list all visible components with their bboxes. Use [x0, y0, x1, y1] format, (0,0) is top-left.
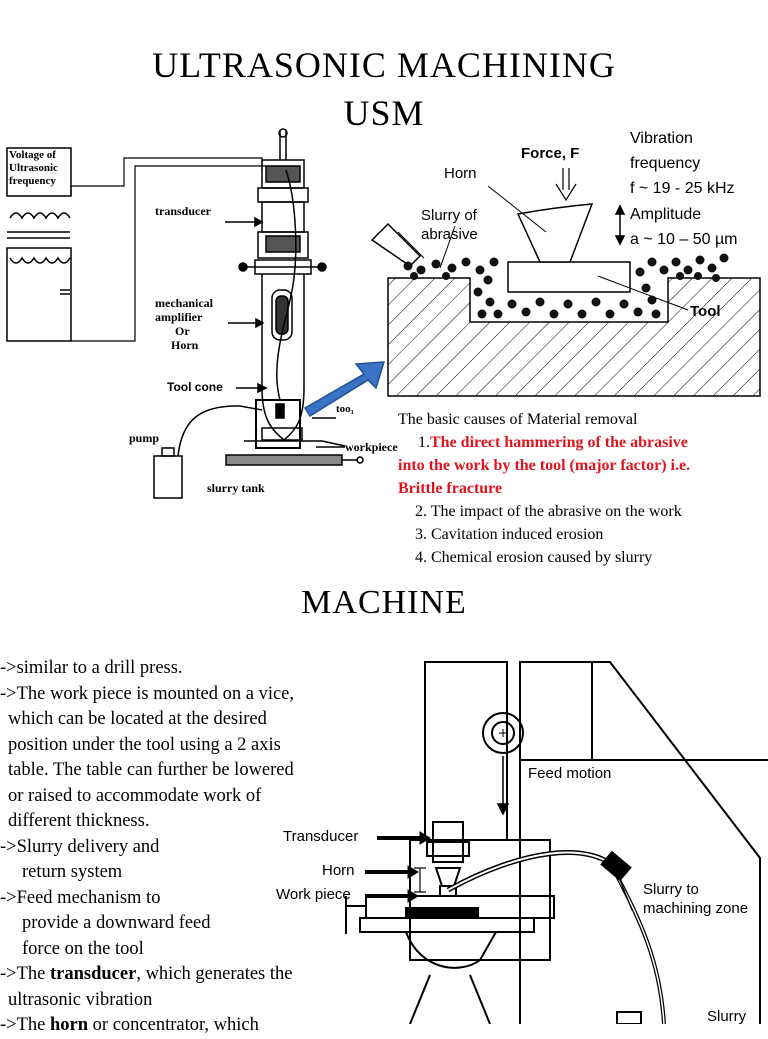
amp-val-1: Amplitude [630, 206, 702, 223]
vibration-frequency-label: Vibration frequency f ~ 19 - 25 kHz [630, 126, 735, 201]
amp-val-2: a ~ 10 – 50 µm [630, 231, 738, 248]
machine-list-line: ->Feed mechanism to [0, 887, 161, 908]
amp-label-2: amplifier [155, 310, 203, 324]
machine-list-line: provide a downward feed [22, 913, 211, 933]
zoom-arrow-icon [303, 361, 386, 418]
slurry-to-zone-label: Slurry to machining zone [643, 880, 748, 918]
vib-label-1: Vibration [630, 130, 693, 147]
machine-list-line: which can be located at the desired [8, 709, 267, 729]
machine-list-line: ->similar to a drill press. [0, 658, 183, 678]
force-label: Force, F [521, 145, 580, 162]
horn-label: Horn [444, 165, 477, 182]
cause-1: 1.The direct hammering of the abrasive [398, 431, 768, 454]
cause-1-line1: The direct hammering of the abrasive [430, 434, 688, 451]
slurry-label-2: abrasive [421, 226, 478, 243]
cause-4: 4. Chemical erosion caused by slurry [415, 549, 653, 566]
machine-list-line: different thickness. [8, 811, 150, 831]
page-title-line1: ULTRASONIC MACHINING [152, 45, 616, 85]
voltage-source [6, 147, 72, 342]
machine-list-line: force on the tool [22, 938, 144, 959]
force-arrow-icon [555, 168, 577, 202]
slurry-label: Slurry [707, 1008, 747, 1025]
cause-2: 2. The impact of the abrasive on the wor… [415, 503, 682, 520]
cause-1-num: 1. [418, 434, 430, 451]
tool-block [507, 261, 631, 293]
transducer-column [238, 128, 327, 401]
work-piece-label: Work piece [276, 886, 351, 903]
list-text: , which generates the [136, 964, 293, 984]
tool-process-label: Tool [690, 303, 721, 320]
voltage-label-1: Voltage of [9, 149, 56, 161]
slurry-of-abrasive-label: Slurry of abrasive [421, 206, 478, 244]
list-bold-text: transducer [49, 964, 137, 984]
page-title-line2: USM [343, 93, 425, 133]
transducer-label: transducer [155, 204, 211, 218]
feed-motion-label: Feed motion [528, 765, 612, 782]
feed-motion-arrow-icon [496, 756, 510, 816]
machine-list-line: table. The table can further be lowered [8, 760, 294, 780]
machine-list-line: position under the tool using a 2 axis [8, 734, 281, 755]
amplitude-arrow-icon [614, 204, 626, 246]
voltage-label-2: Ultrasonic [9, 162, 58, 174]
pump-label: pump [129, 431, 160, 445]
slurry-to-2: machining zone [643, 900, 749, 917]
list-text: ->The [0, 964, 50, 984]
machine-list-line: ->The transducer, which generates the [0, 962, 380, 988]
slurry-tank-label: slurry tank [207, 481, 265, 495]
workpiece-label: workpiece [345, 440, 398, 454]
machine-list-line: ultrasonic vibration [8, 989, 153, 1010]
cause-1-line3: Brittle fracture [398, 480, 503, 497]
tool-label: too₁ [336, 403, 354, 415]
horn-machine-label: Horn [322, 862, 355, 879]
machine-list-line: return system [22, 862, 123, 882]
cause-1-line2: into the work by the tool (major factor)… [398, 457, 691, 474]
amp-label-3: Or [175, 324, 190, 338]
machine-list-line: or raised to accommodate work of [8, 785, 262, 806]
machine-heading: MACHINE [301, 584, 467, 621]
mechanical-amplifier-label: mechanical amplifier Or Horn [155, 296, 213, 352]
amp-label-1: mechanical [155, 296, 213, 310]
machine-list-line: ->Slurry delivery and [0, 836, 160, 857]
tool-cone-label: Tool cone [167, 380, 223, 394]
workpiece-block [387, 277, 761, 397]
amp-label-4: Horn [171, 338, 199, 352]
abrasive-particles [403, 253, 729, 319]
vib-label-2: frequency [630, 155, 701, 172]
transducer-machine-label: Transducer [283, 828, 359, 845]
material-removal-causes: The basic causes of Material removal 1.T… [398, 408, 768, 569]
amplitude-label: Amplitude a ~ 10 – 50 µm [630, 202, 738, 252]
horn-shape [516, 203, 594, 263]
slurry-to-1: Slurry to [643, 881, 699, 898]
slurry-label-1: Slurry of [421, 207, 477, 224]
voltage-label-3: frequency [9, 175, 56, 187]
slurry-nozzle [370, 222, 422, 267]
machine-list-line: ->The work piece is mounted on a vice, [0, 683, 295, 704]
voltage-label: Voltage of Ultrasonic frequency [9, 149, 58, 188]
cause-3: 3. Cavitation induced erosion [415, 526, 604, 543]
causes-heading: The basic causes of Material removal [398, 411, 638, 428]
vib-label-3: f ~ 19 - 25 kHz [630, 180, 735, 197]
